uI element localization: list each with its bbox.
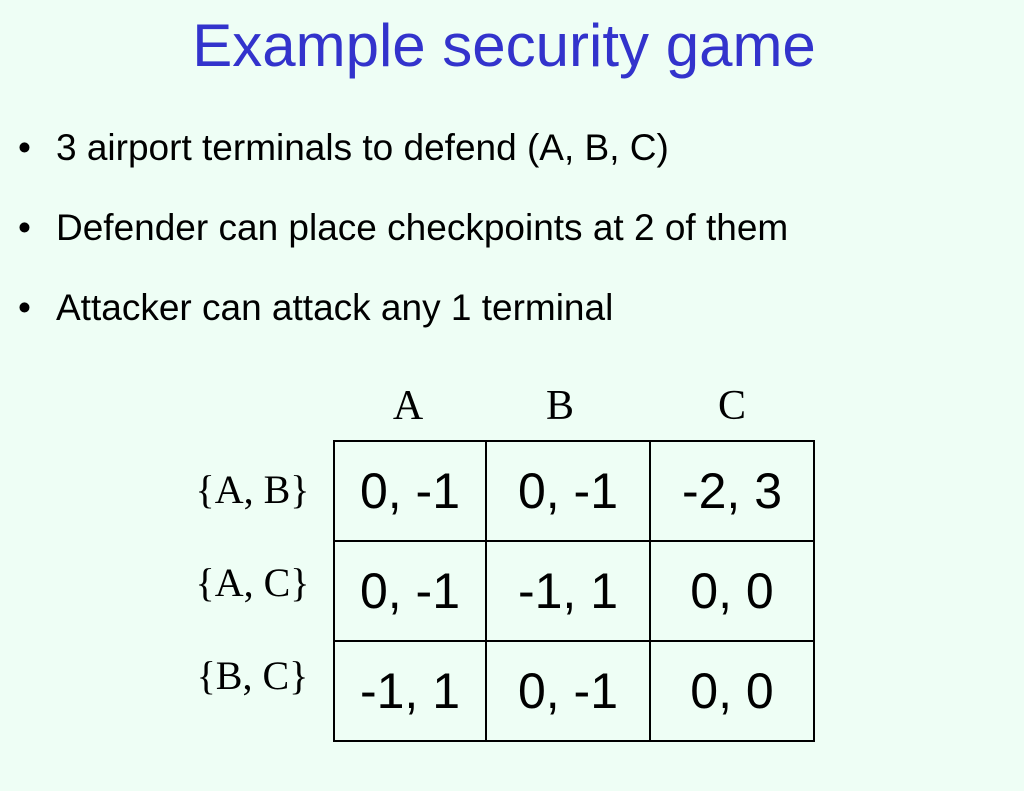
payoff-matrix: 0, -1 0, -1 -2, 3 0, -1 -1, 1 0, 0 -1, 1… [333,440,815,742]
bullet-dot: • [18,127,31,168]
matrix-cell: 0, 0 [649,540,815,642]
bullet-list: • 3 airport terminals to defend (A, B, C)… [18,120,788,360]
bullet-text: 3 airport terminals to defend (A, B, C) [56,127,669,168]
bullet-item: • Attacker can attack any 1 terminal [18,280,788,360]
matrix-row: 0, -1 0, -1 -2, 3 [333,440,815,542]
row-header-ac: {A, C} [195,560,310,605]
matrix-cell: 0, -1 [333,440,487,542]
bullet-item: • 3 airport terminals to defend (A, B, C) [18,120,788,200]
bullet-text: Attacker can attack any 1 terminal [56,287,614,328]
column-header-a: A [392,383,424,429]
bullet-dot: • [18,287,31,328]
slide-title: Example security game [192,12,816,79]
matrix-cell: 0, -1 [333,540,487,642]
matrix-cell: 0, 0 [649,640,815,742]
matrix-row: 0, -1 -1, 1 0, 0 [333,540,815,642]
bullet-dot: • [18,207,31,248]
matrix-cell: -2, 3 [649,440,815,542]
bullet-item: • Defender can place checkpoints at 2 of … [18,200,788,280]
column-header-c: C [717,383,746,429]
matrix-cell: -1, 1 [485,540,651,642]
column-header-b: B [545,383,574,429]
matrix-cell: 0, -1 [485,440,651,542]
matrix-cell: 0, -1 [485,640,651,742]
row-header-ab: {A, B} [195,467,310,512]
row-header-bc: {B, C} [196,653,309,698]
bullet-text: Defender can place checkpoints at 2 of t… [56,207,789,248]
matrix-cell: -1, 1 [333,640,487,742]
matrix-row: -1, 1 0, -1 0, 0 [333,640,815,742]
